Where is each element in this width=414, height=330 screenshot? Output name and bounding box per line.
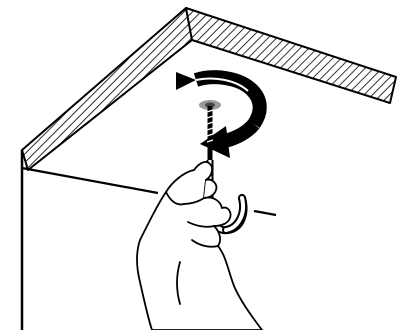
clockwise-rotation-arrow-icon [176, 72, 260, 158]
hand-illustration [137, 162, 262, 330]
ceiling-right-edge [186, 8, 396, 103]
ceiling-left-edge [22, 8, 192, 170]
wall-ceiling-line [22, 168, 158, 193]
wall-ceiling-line-continued [254, 211, 276, 215]
